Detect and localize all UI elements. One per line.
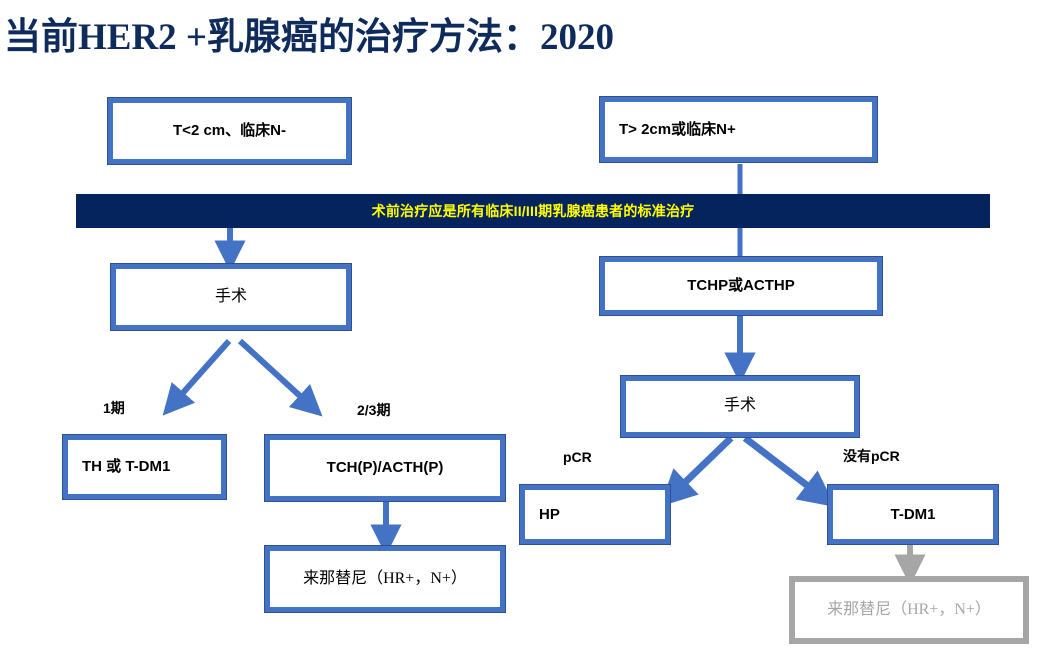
box-no-pcr-treatment-label: T-DM1 [890, 505, 936, 523]
box-neratinib-left[interactable]: 来那替尼（HR+，N+） [264, 545, 506, 613]
box-neoadjuvant[interactable]: TCHP或ACTHP [599, 256, 883, 316]
box-neratinib-right-muted[interactable]: 来那替尼（HR+，N+） [789, 576, 1029, 644]
box-left-surgery-inner: 手术 [115, 268, 347, 326]
edge-label-stage1: 1期 [103, 400, 125, 416]
edge-label-stage23: 2/3期 [357, 402, 391, 418]
banner-standard-of-care: 术前治疗应是所有临床II/III期乳腺癌患者的标准治疗 [76, 194, 990, 228]
box-right-entry-label: T> 2cm或临床N+ [619, 120, 736, 138]
box-neoadjuvant-inner: TCHP或ACTHP [604, 261, 878, 311]
box-neoadjuvant-label: TCHP或ACTHP [687, 277, 795, 295]
box-left-surgery[interactable]: 手术 [110, 263, 352, 331]
box-left-entry-label: T<2 cm、临床N- [173, 122, 286, 140]
box-left-entry-inner: T<2 cm、临床N- [112, 102, 347, 160]
box-left-surgery-label: 手术 [214, 287, 247, 305]
page-title: 当前HER2 +乳腺癌的治疗方法：2020 [4, 17, 615, 58]
box-stage1-treatment[interactable]: TH 或 T-DM1 [62, 434, 227, 500]
box-pcr-treatment[interactable]: HP [519, 484, 671, 545]
box-neratinib-left-label: 来那替尼（HR+，N+） [303, 569, 467, 587]
box-no-pcr-treatment-inner: T-DM1 [832, 489, 994, 540]
box-stage23-treatment-inner: TCH(P)/ACTH(P) [269, 439, 501, 497]
box-left-entry[interactable]: T<2 cm、临床N- [107, 97, 352, 165]
box-pcr-treatment-inner: HP [524, 489, 666, 540]
box-right-surgery[interactable]: 手术 [620, 375, 860, 438]
box-neratinib-right-muted-label: 来那替尼（HR+，N+） [827, 600, 991, 618]
arrow-left-surgery-to-stage1 [162, 339, 232, 416]
box-stage23-treatment[interactable]: TCH(P)/ACTH(P) [264, 434, 506, 502]
edge-label-pcr: pCR [563, 449, 592, 465]
box-stage1-treatment-label: TH 或 T-DM1 [82, 458, 171, 476]
box-neratinib-left-inner: 来那替尼（HR+，N+） [269, 550, 501, 608]
edge-label-no-pcr: 没有pCR [843, 448, 900, 464]
box-no-pcr-treatment[interactable]: T-DM1 [827, 484, 999, 545]
banner-text: 术前治疗应是所有临床II/III期乳腺癌患者的标准治疗 [371, 203, 695, 219]
arrow-left-surgery-to-stage23 [237, 338, 323, 417]
arrow-right-surgery-to-no-pcr [742, 435, 836, 508]
box-stage1-treatment-inner: TH 或 T-DM1 [67, 439, 222, 495]
box-right-entry[interactable]: T> 2cm或临床N+ [599, 96, 878, 163]
box-stage23-treatment-label: TCH(P)/ACTH(P) [326, 459, 444, 477]
arrow-right-surgery-to-pcr [659, 435, 734, 507]
box-neratinib-right-muted-inner: 来那替尼（HR+，N+） [794, 581, 1024, 639]
box-right-surgery-label: 手术 [723, 397, 756, 415]
box-right-entry-inner: T> 2cm或临床N+ [604, 101, 873, 158]
box-pcr-treatment-label: HP [539, 505, 560, 523]
box-right-surgery-inner: 手术 [625, 380, 855, 433]
